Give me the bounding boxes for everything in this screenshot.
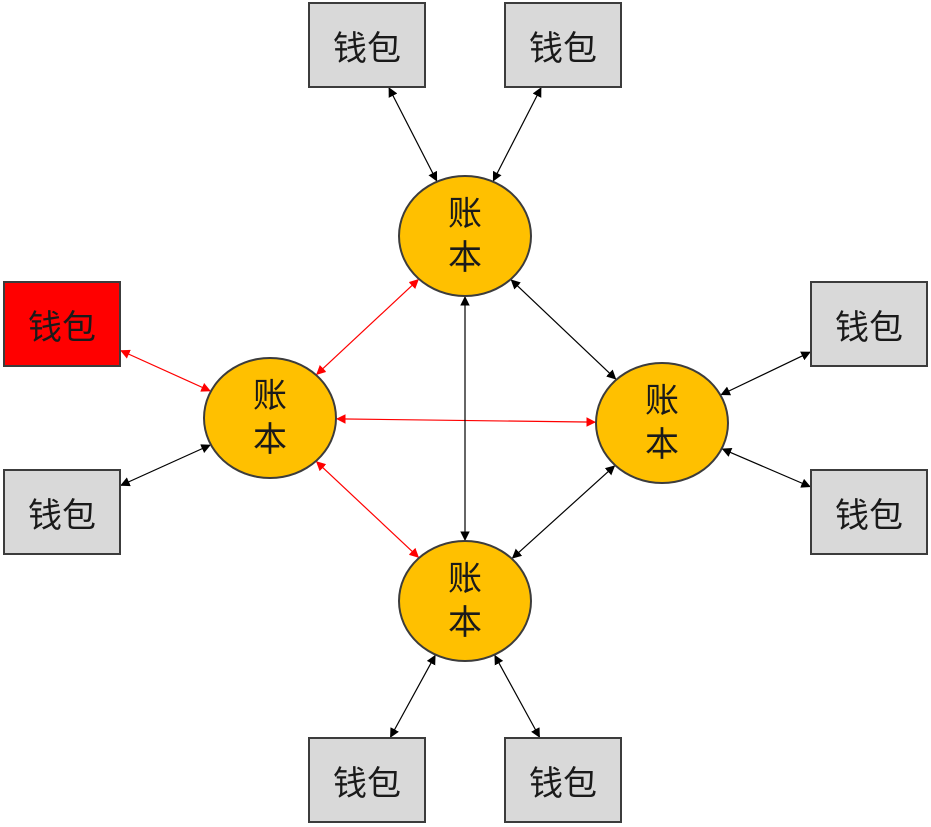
wallet-box: 钱包 bbox=[810, 281, 928, 367]
ledger-label: 账本 bbox=[645, 381, 679, 465]
wallet-label: 钱包 bbox=[28, 307, 96, 348]
connector-right-1-right bbox=[720, 351, 811, 396]
ledger-node-right: 账本 bbox=[595, 362, 729, 484]
connector-left-2-left bbox=[120, 444, 211, 487]
ledger-node-left: 账本 bbox=[203, 357, 337, 479]
wallet-label: 钱包 bbox=[28, 495, 96, 536]
ledger-label: 账本 bbox=[253, 376, 287, 460]
connector-bottom-1-bottom bbox=[390, 654, 436, 738]
wallet-box: 钱包 bbox=[810, 469, 928, 555]
wallet-label: 钱包 bbox=[529, 28, 597, 69]
connector-left-1-left bbox=[120, 349, 211, 392]
connector-right-2-right bbox=[721, 448, 811, 488]
wallet-label: 钱包 bbox=[529, 763, 597, 804]
connector-left-top bbox=[316, 279, 419, 375]
wallet-label: 钱包 bbox=[835, 495, 903, 536]
ledger-label: 账本 bbox=[448, 559, 482, 643]
connector-top-1-top bbox=[388, 87, 438, 182]
wallet-label: 钱包 bbox=[333, 28, 401, 69]
connector-left-right bbox=[336, 414, 596, 427]
wallet-box: 钱包 bbox=[308, 2, 426, 88]
wallet-box: 钱包 bbox=[504, 2, 622, 88]
wallet-box: 钱包 bbox=[504, 737, 622, 823]
connector-top-2-top bbox=[492, 87, 542, 182]
wallet-box: 钱包 bbox=[3, 469, 121, 555]
connector-top-right bbox=[510, 279, 617, 380]
connector-right-bottom bbox=[511, 465, 616, 559]
ledger-node-top: 账本 bbox=[398, 175, 532, 297]
ledger-node-bottom: 账本 bbox=[398, 540, 532, 662]
ledger-label: 账本 bbox=[448, 194, 482, 278]
connector-left-bottom bbox=[315, 461, 420, 558]
wallet-box-highlighted: 钱包 bbox=[3, 281, 121, 367]
connector-bottom-2-bottom bbox=[494, 654, 540, 738]
wallet-box: 钱包 bbox=[308, 737, 426, 823]
wallet-label: 钱包 bbox=[333, 763, 401, 804]
wallet-label: 钱包 bbox=[835, 307, 903, 348]
